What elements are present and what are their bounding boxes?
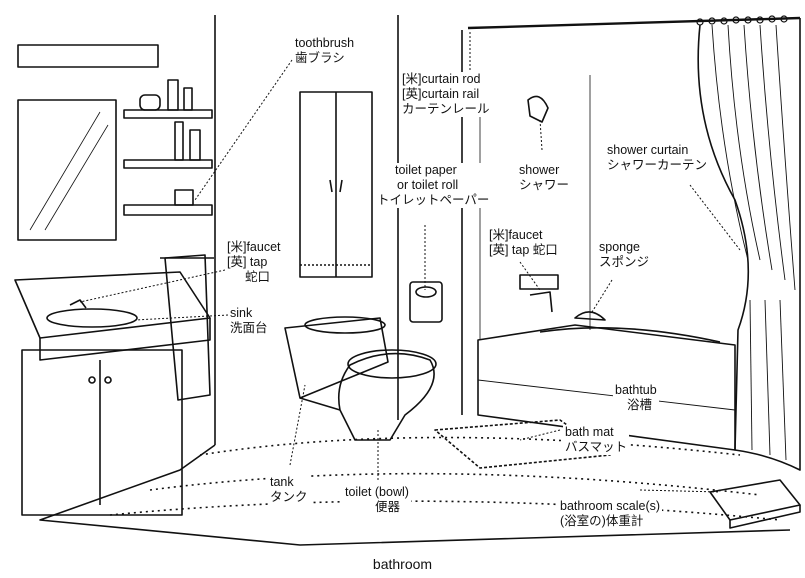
label-ja: カーテンレール xyxy=(402,102,490,116)
label-en-us: [米]curtain rod xyxy=(402,72,481,86)
leader-bath-mat xyxy=(519,429,561,441)
sink-basin xyxy=(46,308,138,328)
toilet-paper-holder xyxy=(409,281,443,323)
label-ja: バスマット xyxy=(565,440,628,454)
label-ja: シャワー xyxy=(519,178,570,192)
leader-toothbrush xyxy=(194,59,293,201)
leader-faucet-right xyxy=(519,261,541,291)
label-curtain-rod: [米]curtain rod [英]curtain rail カーテンレール xyxy=(400,72,492,117)
label-faucet-left: [米]faucet [英] tap 蛇口 xyxy=(225,240,283,285)
towel xyxy=(164,254,211,401)
caption: bathroom xyxy=(372,556,433,572)
label-tank: tank タンク xyxy=(268,475,310,505)
label-shower-curtain: shower curtain シャワーカーテン xyxy=(605,143,710,173)
label-en: toilet paper xyxy=(395,163,457,177)
mirror xyxy=(17,99,117,241)
light-fixture xyxy=(17,44,159,68)
label-ja: 歯ブラシ xyxy=(295,51,345,65)
vanity-cabinet xyxy=(21,349,183,516)
label-en-uk: [英] tap xyxy=(227,255,268,269)
label-ja: タンク xyxy=(270,490,308,504)
label-ja: 洗面台 xyxy=(230,321,268,335)
label-toothbrush: toothbrush 歯ブラシ xyxy=(293,36,357,66)
label-bathroom-scale: bathroom scale(s) (浴室の)体重計 xyxy=(558,499,663,529)
label-bathtub: bathtub 浴槽 xyxy=(613,383,659,413)
label-en: sponge xyxy=(599,240,641,254)
leader-sponge xyxy=(591,279,613,313)
toilet-seat xyxy=(347,349,437,379)
leader-sink xyxy=(134,314,229,321)
bathtub xyxy=(477,324,736,451)
bathroom-illustration xyxy=(14,15,801,546)
vanity-counter xyxy=(14,271,211,339)
label-en: bathroom scale(s) xyxy=(560,499,661,513)
label-en-us: [米]faucet xyxy=(489,228,543,242)
label-en-uk: [英] tap 蛇口 xyxy=(489,243,558,257)
label-ja: トイレットペーパー xyxy=(377,193,490,207)
label-toilet: toilet (bowl) 便器 xyxy=(343,485,411,515)
bath-mat xyxy=(434,419,611,469)
label-ja: (浴室の)体重計 xyxy=(560,514,644,528)
leader-shower-curtain xyxy=(689,184,741,251)
label-en: toothbrush xyxy=(295,36,355,50)
leader-scale xyxy=(639,489,721,493)
toilet-bowl xyxy=(337,352,435,441)
curtain-rod xyxy=(467,16,801,30)
shelf-middle xyxy=(123,159,213,169)
bathroom-scale xyxy=(709,479,801,521)
sponge xyxy=(574,311,606,321)
label-en: bath mat xyxy=(565,425,614,439)
label-en: shower curtain xyxy=(607,143,689,157)
tub-faucet xyxy=(519,274,559,290)
leader-faucet-left xyxy=(79,269,226,303)
shelf-bottom xyxy=(123,204,213,216)
label-en: bathtub xyxy=(615,383,657,397)
floor xyxy=(39,444,791,546)
toilet-tank xyxy=(284,317,389,399)
label-en-alt: or toilet roll xyxy=(397,178,459,192)
label-faucet-right: [米]faucet [英] tap 蛇口 xyxy=(487,228,560,258)
label-en-uk: [英]curtain rail xyxy=(402,87,480,101)
shelf-top xyxy=(123,109,213,119)
label-sponge: sponge スポンジ xyxy=(597,240,652,270)
label-shower: shower シャワー xyxy=(517,163,572,193)
leader-shower xyxy=(539,119,543,151)
label-toilet-paper: toilet paper or toilet roll トイレットペーパー xyxy=(375,163,492,208)
label-ja: スポンジ xyxy=(599,255,650,269)
label-ja: シャワーカーテン xyxy=(607,158,708,172)
label-en: shower xyxy=(519,163,560,177)
label-en-us: [米]faucet xyxy=(227,240,281,254)
label-ja: 浴槽 xyxy=(627,398,653,412)
leader-tank xyxy=(289,384,306,466)
label-sink: sink 洗面台 xyxy=(228,306,270,336)
shower-head xyxy=(527,95,549,123)
label-en: sink xyxy=(230,306,253,320)
label-ja: 便器 xyxy=(375,500,401,514)
label-en: tank xyxy=(270,475,294,489)
label-en: toilet (bowl) xyxy=(345,485,409,499)
shower-curtain xyxy=(697,18,801,471)
label-bath-mat: bath mat バスマット xyxy=(563,425,630,455)
label-ja: 蛇口 xyxy=(245,270,271,284)
